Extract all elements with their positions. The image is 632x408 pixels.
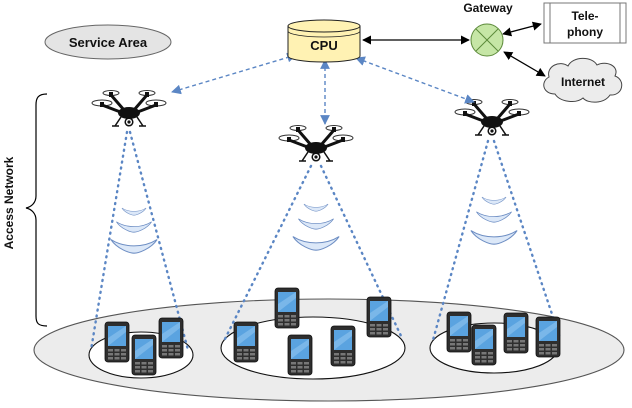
service-area-badge — [44, 24, 172, 60]
mobile-phone-icon — [471, 324, 497, 366]
drone-icon — [453, 98, 531, 137]
internet-label: Internet — [561, 75, 605, 89]
mobile-phone-icon — [287, 334, 313, 376]
database-cylinder-icon — [287, 19, 361, 63]
cloud-icon — [543, 57, 623, 103]
mobile-phone-icon — [330, 325, 356, 367]
telephony-label-line2: phony — [567, 25, 603, 39]
drone-icon — [277, 124, 355, 163]
beam-waves-right — [470, 196, 518, 245]
cpu-label: CPU — [310, 38, 337, 53]
internet-node: Internet — [543, 57, 623, 103]
gateway-label: Gateway — [463, 1, 513, 15]
gateway-telephony-link — [502, 21, 542, 37]
cell-area-center — [220, 316, 406, 380]
mobile-phone-icon — [446, 311, 472, 353]
service-area-label: Service Area — [69, 35, 148, 50]
beam-waves-center — [292, 203, 340, 251]
mobile-phone-icon — [104, 321, 130, 363]
drone-icon — [90, 89, 168, 128]
mobile-phone-icon — [366, 296, 392, 338]
mobile-phone-icon — [158, 317, 184, 359]
mobile-phone-icon — [233, 321, 259, 363]
fronthaul-link-right — [355, 56, 475, 104]
gateway-internet-link — [503, 51, 546, 77]
beam-waves-left — [110, 207, 158, 254]
beam-lines — [89, 130, 562, 352]
fronthaul-link-left — [171, 52, 297, 95]
gateway-node: Gateway — [463, 1, 513, 57]
access-network-label: Access Network — [2, 156, 16, 249]
access-network-bracket — [25, 93, 48, 327]
mobile-phone-icon — [535, 316, 561, 358]
telephony-node: Tele- phony — [543, 2, 627, 44]
mobile-phone-icon — [503, 312, 529, 354]
telephony-label-line1: Tele- — [571, 9, 598, 23]
mobile-phone-icon — [131, 334, 157, 376]
mobile-phone-icon — [274, 287, 300, 329]
cpu-node: CPU — [287, 19, 361, 63]
